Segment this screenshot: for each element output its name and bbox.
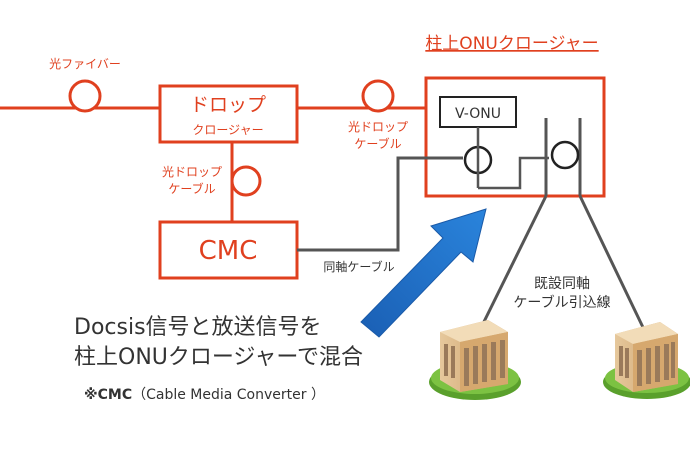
drop-closure-box: [158, 84, 299, 144]
existing-drop-right: [578, 195, 652, 343]
coax-cable-label: 同軸ケーブル: [323, 259, 394, 274]
existing-coax-label-2: ケーブル引込線: [513, 294, 610, 311]
pole-onu-closure-box: [424, 76, 606, 198]
closure-title: 柱上ONUクロージャー: [425, 34, 598, 54]
drop-closure-title: ドロップ: [190, 94, 266, 116]
coax-cable-line: [297, 156, 463, 252]
drop-cable-coil-left-icon: [230, 165, 262, 197]
footnote-rest: （Cable Media Converter ）: [132, 387, 325, 403]
drop-closure-subtitle: クロージャー: [192, 123, 263, 137]
existing-drop-left: [472, 195, 548, 343]
mixer-coil-right-icon: [550, 140, 580, 170]
footnote: ※CMC（Cable Media Converter ）: [84, 387, 325, 403]
optical-drop-cable-right-label-2: ケーブル: [354, 136, 401, 151]
existing-coax-label-1: 既設同軸: [534, 276, 590, 292]
vonu-box: [439, 96, 517, 128]
building-icon: [429, 320, 521, 400]
cmc-label: CMC: [199, 236, 258, 266]
mixer-link-line: [478, 156, 549, 190]
building-icon: [603, 322, 690, 399]
optical-drop-cable-left-label-1: 光ドロップ: [162, 165, 222, 179]
footnote-mark: ※CMC: [84, 387, 132, 403]
vonu-label: V-ONU: [455, 106, 501, 122]
drop-cable-coil-right-icon: [361, 79, 395, 113]
optical-drop-cable-right-label-1: 光ドロップ: [348, 120, 408, 134]
mixing-arrow-icon: [360, 208, 487, 338]
optical-drop-cable-left-label-2: ケーブル: [168, 181, 215, 196]
cmc-box: [158, 220, 299, 280]
fiber-coil-icon: [68, 79, 102, 113]
optical-fiber-label: 光ファイバー: [49, 57, 121, 71]
caption-line-2: 柱上ONUクロージャーで混合: [74, 345, 363, 370]
caption-line-1: Docsis信号と放送信号を: [74, 315, 322, 340]
